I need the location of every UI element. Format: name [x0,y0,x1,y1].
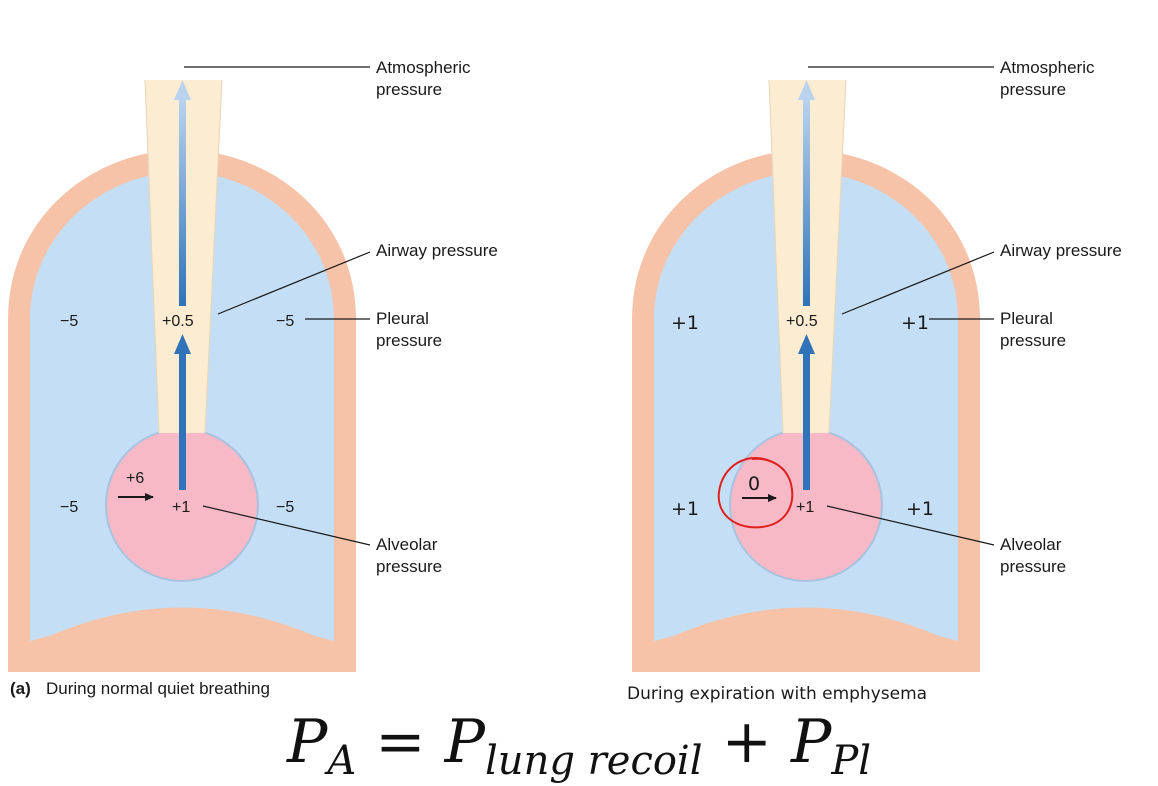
caption-prefix: (a) [10,679,31,698]
pleural-value-upper-right: −5 [276,313,294,330]
annotation-circle [717,457,794,529]
alveolar-label-line2: pressure [1000,557,1066,576]
atmospheric-label-line2: pressure [376,80,442,99]
pleural-value-upper-left: −5 [60,313,78,330]
airway-value: +0.5 [162,313,194,330]
airway-label: Airway pressure [1000,241,1122,260]
pleural-value-lower-left: +1 [671,498,699,520]
atmospheric-label: Atmospheric [376,58,471,77]
atmospheric-label-line2: pressure [1000,80,1066,99]
pleural-value-upper-right: +1 [901,312,929,334]
caption-right: During expiration with emphysema [627,684,927,704]
equation-term1-var: P [444,707,486,777]
equation-equals: = [375,707,426,777]
caption-left: During normal quiet breathing [46,679,270,698]
equation-lhs-sub: A [327,738,357,784]
pleural-value-upper-left: +1 [671,312,699,334]
alveolar-label: Alveolar [376,535,438,554]
airway-label: Airway pressure [376,241,498,260]
equation-plus: + [721,707,772,777]
pleural-value-lower-right: −5 [276,499,294,516]
recoil-value: 0 [748,473,760,495]
diaphragm-right [632,616,980,672]
equation-term1-sub: lung recoil [485,738,703,784]
pleural-label: Pleural [376,309,429,328]
pleural-value-lower-right: +1 [906,498,934,520]
right-panel: +1 +0.5 +1 +1 0 +1 +1 Atmospheric pressu… [627,58,1122,704]
airflow-arrow-upper-left [179,98,186,306]
atmospheric-label: Atmospheric [1000,58,1095,77]
alveolar-label-line2: pressure [376,557,442,576]
alveolar-label: Alveolar [1000,535,1062,554]
alveolar-value: +1 [172,499,190,516]
airway-value: +0.5 [786,313,818,330]
equation-lhs-var: P [286,707,328,777]
airflow-arrow-lower-left [179,352,186,490]
airflow-arrow-upper-right [803,98,810,306]
alveolar-value: +1 [796,499,814,516]
equation-term2-sub: Pl [831,738,872,784]
pleural-label-line2: pressure [376,331,442,350]
pleural-label: Pleural [1000,309,1053,328]
diaphragm-left [8,616,356,672]
recoil-value: +6 [126,470,144,487]
pleural-label-line2: pressure [1000,331,1066,350]
pleural-value-lower-left: −5 [60,499,78,516]
pressure-equation: PA = Plung recoil + PPl [0,702,1158,782]
equation-term2-var: P [790,707,832,777]
airflow-arrow-lower-right [803,352,810,490]
left-panel: −5 +0.5 −5 −5 +6 +1 −5 Atmospheric press… [8,58,498,698]
